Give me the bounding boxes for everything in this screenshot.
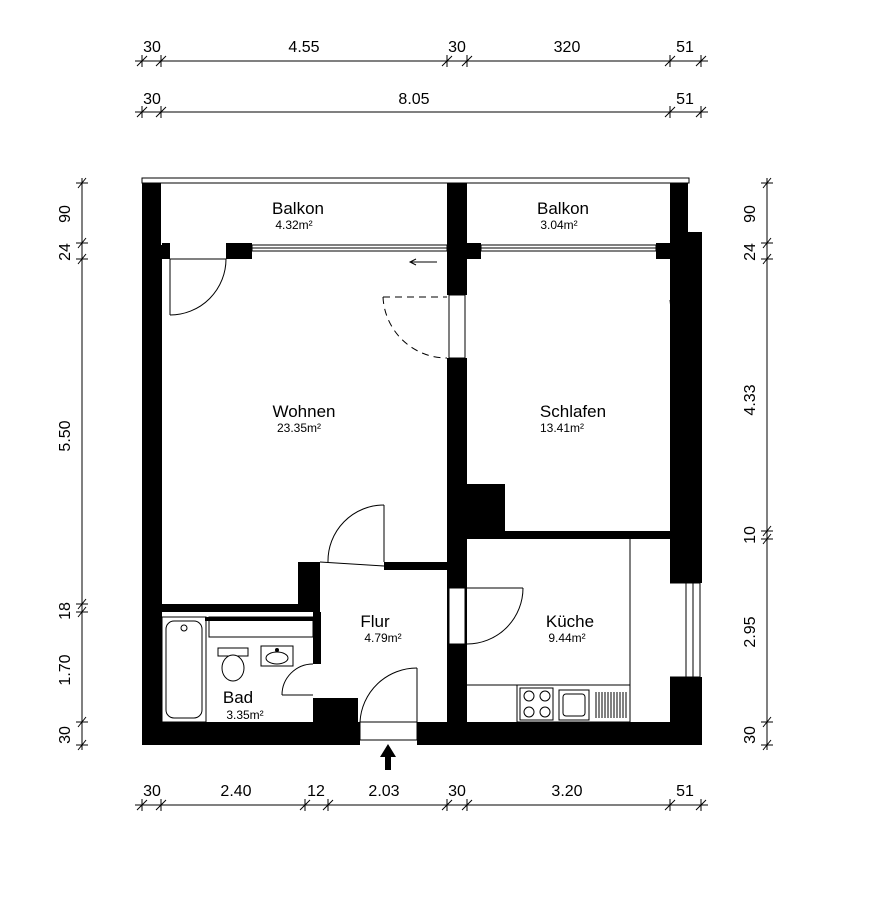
room-name-wohnen: Wohnen [272,402,335,421]
room-name-balkon-left: Balkon [272,199,324,218]
dim-left-0: 90 [57,205,74,223]
room-area-balkon-left: 4.32m² [275,218,312,232]
dim-top1-2: 30 [448,39,466,56]
dim-right-4: 2.95 [742,616,759,647]
room-name-flur: Flur [360,612,390,631]
wall-schlafen-kueche [467,531,670,539]
wall-balcony-left [142,183,161,245]
wall-flur-left-column [298,562,320,607]
room-area-kueche: 9.44m² [548,631,585,645]
room-name-balkon-right: Balkon [537,199,589,218]
dim-top1-0: 30 [143,39,161,56]
dim-top1-1: 4.55 [288,39,319,56]
fixtures [161,539,631,723]
dim-right-5: 30 [742,726,759,744]
dim-bottom-3: 2.03 [368,783,399,800]
wall-top-seg1 [162,243,170,259]
dim-top1-4: 51 [676,39,694,56]
dim-left-3: 18 [57,602,74,620]
dim-bottom-0: 30 [143,783,161,800]
dim-right-1: 24 [742,243,759,261]
walls [141,177,702,745]
dim-left-1: 24 [57,243,74,261]
dim-left-2: 5.50 [57,420,74,451]
wall-flur-bottom-block [313,698,358,722]
drainboard [595,692,627,718]
wall-top-seg5 [656,243,670,259]
windows [251,231,701,678]
doors [169,258,524,770]
wall-right-lower [670,677,702,745]
wall-wohnen-bad [162,604,320,612]
wall-balcony-right [670,183,688,245]
wall-top-seg3 [447,243,467,259]
dim-bottom-6: 51 [676,783,694,800]
room-name-schlafen: Schlafen [540,402,606,421]
wall-flur-bad [313,612,321,664]
wall-top-seg2 [226,243,252,259]
entrance-arrow-icon [380,744,396,770]
wall-bottom-right [417,722,701,745]
dim-bottom-5: 3.20 [551,783,582,800]
dim-top2-1: 8.05 [398,91,429,108]
wall-flur-top [384,562,447,570]
wall-balcony-divider [447,183,467,245]
dimension-lines [76,55,773,811]
wall-bottom-left [142,722,360,745]
dim-right-3: 10 [742,526,759,544]
dim-bottom-4: 30 [448,783,466,800]
room-name-bad: Bad [223,688,253,707]
stove-icon [519,687,554,721]
dim-bottom-2: 12 [307,783,325,800]
wall-schlafen-column [467,484,505,531]
dim-right-0: 90 [742,205,759,223]
room-area-schlafen: 13.41m² [540,421,584,435]
room-area-wohnen: 23.35m² [277,421,321,435]
dim-top2-0: 30 [143,91,161,108]
dim-left-5: 30 [57,726,74,744]
wall-center-upper [447,259,467,295]
wall-top-seg4 [467,243,481,259]
dim-top2-2: 51 [676,91,694,108]
room-name-kueche: Küche [546,612,594,631]
dim-right-2: 4.33 [742,384,759,415]
balcony-rail [141,177,690,184]
wall-right-window-top [670,577,702,583]
room-area-balkon-right: 3.04m² [540,218,577,232]
wall-right-upper [670,232,702,577]
room-area-bad: 3.35m² [226,708,263,722]
dim-left-4: 1.70 [57,654,74,685]
dim-top1-3: 320 [554,39,581,56]
wall-left [142,245,162,745]
dim-bottom-1: 2.40 [220,783,251,800]
room-area-flur: 4.79m² [364,631,401,645]
